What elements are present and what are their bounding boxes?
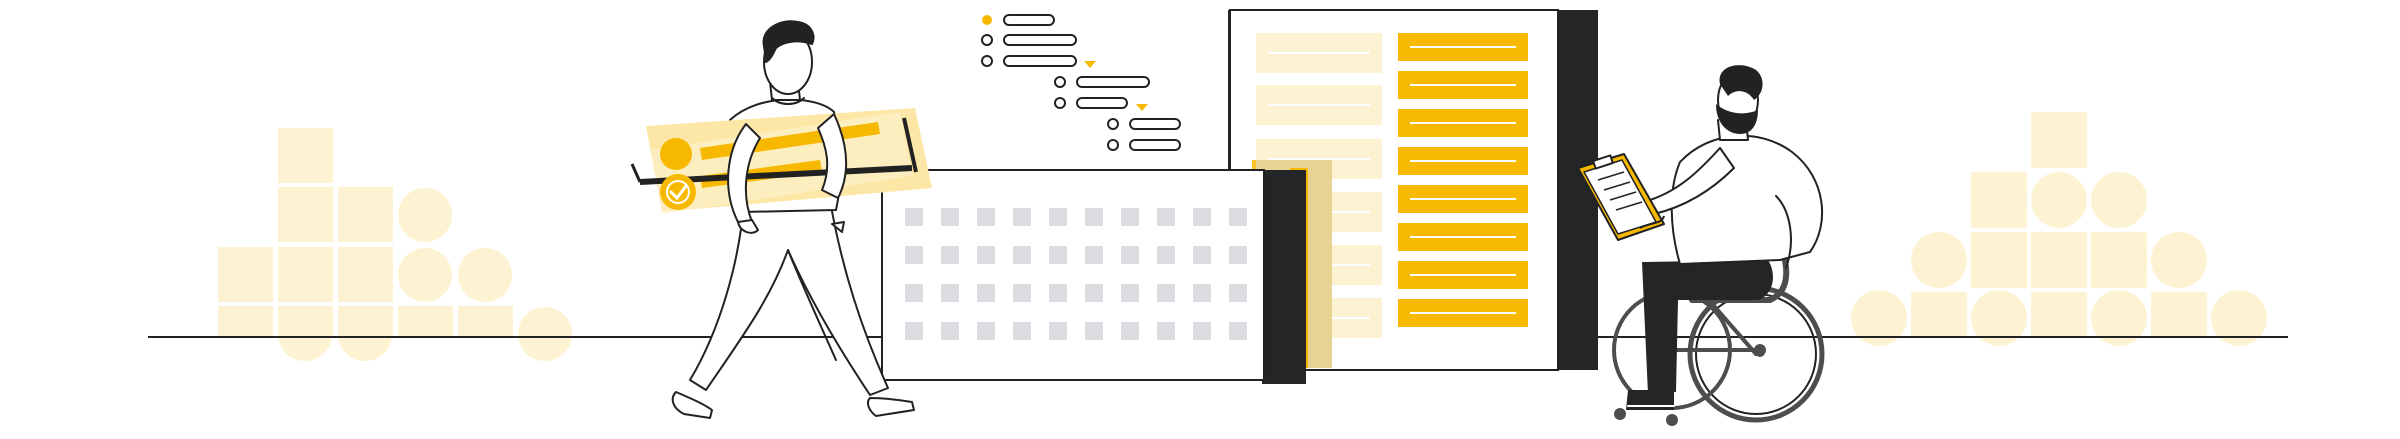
person-in-wheelchair [1612, 65, 1825, 426]
calendar-cell [1121, 208, 1139, 226]
calendar-cell [1085, 246, 1103, 264]
calendar-cell [1085, 322, 1103, 340]
calendar-cell [1121, 284, 1139, 302]
calendar-cell [977, 284, 995, 302]
calendar-cell [1229, 208, 1247, 226]
calendar-cell [1085, 284, 1103, 302]
right-block-stack [1851, 112, 2267, 346]
calendar-cell [1157, 208, 1175, 226]
calendar-cell [977, 322, 995, 340]
calendar-cell [1229, 284, 1247, 302]
tree-list [981, 14, 1181, 151]
calendar-cell [977, 246, 995, 264]
check-icon [660, 138, 696, 210]
calendar-grid-panel [881, 160, 1332, 384]
calendar-cell [1193, 322, 1211, 340]
calendar-cell [1121, 246, 1139, 264]
calendar-cells [905, 208, 1247, 340]
calendar-cell [1193, 208, 1211, 226]
calendar-cell [1085, 208, 1103, 226]
calendar-cell [1013, 208, 1031, 226]
calendar-cell [1157, 322, 1175, 340]
calendar-cell [905, 208, 923, 226]
calendar-cell [977, 208, 995, 226]
calendar-cell [941, 208, 959, 226]
calendar-cell [1193, 246, 1211, 264]
person-carrying-ticket [671, 20, 915, 419]
calendar-cell [1229, 246, 1247, 264]
calendar-cell [1049, 322, 1067, 340]
calendar-cell [1157, 284, 1175, 302]
calendar-cell [1049, 208, 1067, 226]
calendar-cell [1049, 246, 1067, 264]
calendar-cell [1157, 246, 1175, 264]
calendar-cell [1121, 322, 1139, 340]
calendar-cell [941, 322, 959, 340]
left-block-stack [218, 128, 572, 361]
calendar-cell [941, 246, 959, 264]
calendar-cell [1013, 322, 1031, 340]
calendar-cell [941, 284, 959, 302]
calendar-cell [1229, 322, 1247, 340]
person-arms [727, 113, 848, 234]
calendar-cell [1049, 284, 1067, 302]
calendar-cell [905, 322, 923, 340]
calendar-cell [1193, 284, 1211, 302]
calendar-cell [905, 246, 923, 264]
calendar-cell [1013, 284, 1031, 302]
calendar-cell [1013, 246, 1031, 264]
calendar-cell [905, 284, 923, 302]
clipboard [1577, 153, 1665, 241]
